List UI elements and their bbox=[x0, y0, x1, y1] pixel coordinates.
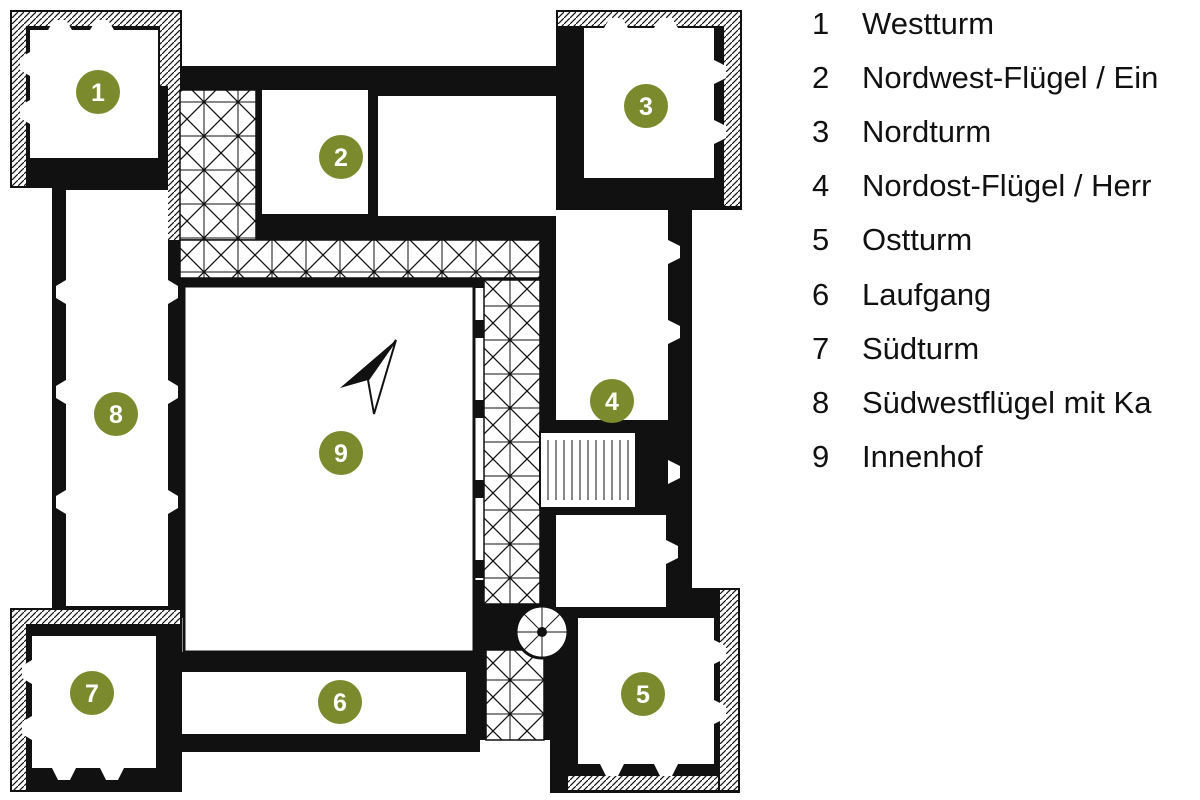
nordost-room-b bbox=[556, 515, 666, 607]
legend-item-ostturm: 5 Ostturm bbox=[812, 220, 972, 260]
legend-number: 8 bbox=[812, 385, 830, 420]
legend-label: Nordturm bbox=[862, 114, 992, 149]
marker-7: 7 bbox=[70, 671, 114, 715]
legend-item-nordwest-fluegel: 2 Nordwest-Flügel / Ein bbox=[812, 58, 1158, 98]
hatched-walls bbox=[12, 12, 740, 790]
legend-item-innenhof: 9 Innenhof bbox=[812, 437, 983, 477]
marker-4: 4 bbox=[590, 379, 634, 423]
spiral-stair bbox=[514, 604, 570, 660]
marker-5: 5 bbox=[621, 672, 665, 716]
legend-item-suedturm: 7 Südturm bbox=[812, 329, 979, 369]
legend-number: 4 bbox=[812, 168, 830, 203]
legend-label: Südwestflügel mit Ka bbox=[862, 385, 1152, 420]
marker-8-label: 8 bbox=[109, 401, 123, 429]
corridor-southeast bbox=[485, 649, 545, 741]
floor-plan: 1 2 3 4 5 6 7 8 bbox=[10, 10, 742, 793]
legend-label: Südturm bbox=[862, 331, 980, 366]
legend-label: Laufgang bbox=[862, 277, 992, 312]
corridor-east bbox=[483, 279, 541, 605]
marker-1-label: 1 bbox=[91, 79, 105, 107]
legend-number: 9 bbox=[812, 439, 830, 474]
courtyard-edge-niches bbox=[176, 278, 484, 578]
legend-item-laufgang: 6 Laufgang bbox=[812, 275, 991, 315]
legend-item-westturm: 1 Westturm bbox=[812, 4, 994, 44]
hall-window-niches bbox=[56, 240, 680, 564]
legend-item-nordturm: 3 Nordturm bbox=[812, 112, 991, 152]
marker-9-label: 9 bbox=[334, 440, 348, 468]
legend-label: Innenhof bbox=[862, 439, 983, 474]
marker-5-label: 5 bbox=[636, 681, 650, 709]
tower-rooms bbox=[30, 28, 714, 768]
legend-label: Nordwest-Flügel / Ein bbox=[862, 60, 1159, 95]
legend-item-nordost-fluegel: 4 Nordost-Flügel / Herr bbox=[812, 166, 1151, 206]
marker-8: 8 bbox=[94, 392, 138, 436]
markers: 1 2 3 4 5 6 7 8 bbox=[70, 70, 668, 724]
corridor-west bbox=[179, 89, 257, 241]
staircase bbox=[539, 431, 637, 509]
marker-6: 6 bbox=[318, 680, 362, 724]
marker-7-label: 7 bbox=[85, 680, 99, 708]
marker-1: 1 bbox=[76, 70, 120, 114]
north-arrow-icon bbox=[340, 339, 397, 415]
marker-9: 9 bbox=[319, 431, 363, 475]
marker-6-label: 6 bbox=[333, 689, 347, 717]
legend-number: 1 bbox=[812, 6, 830, 41]
marker-2: 2 bbox=[319, 135, 363, 179]
nordwest-room-b bbox=[378, 96, 556, 216]
legend: 1 Westturm 2 Nordwest-Flügel / Ein 3 Nordtu… bbox=[812, 0, 1200, 800]
legend-item-suedwestfluegel: 8 Südwestflügel mit Ka bbox=[812, 383, 1151, 423]
legend-label: Ostturm bbox=[862, 222, 973, 257]
vaulted-corridors bbox=[179, 89, 545, 741]
legend-number: 7 bbox=[812, 331, 830, 366]
legend-number: 6 bbox=[812, 277, 830, 312]
innenhof-area bbox=[182, 284, 476, 654]
marker-2-label: 2 bbox=[334, 144, 348, 172]
legend-label: Nordost-Flügel / Herr bbox=[862, 168, 1152, 203]
legend-number: 3 bbox=[812, 114, 830, 149]
legend-number: 5 bbox=[812, 222, 830, 257]
corridor-north bbox=[179, 239, 541, 279]
legend-number: 2 bbox=[812, 60, 830, 95]
legend-label: Westturm bbox=[862, 6, 995, 41]
marker-3-label: 3 bbox=[639, 93, 653, 121]
marker-4-label: 4 bbox=[605, 388, 619, 416]
window-niches bbox=[20, 18, 726, 780]
marker-3: 3 bbox=[624, 84, 668, 128]
